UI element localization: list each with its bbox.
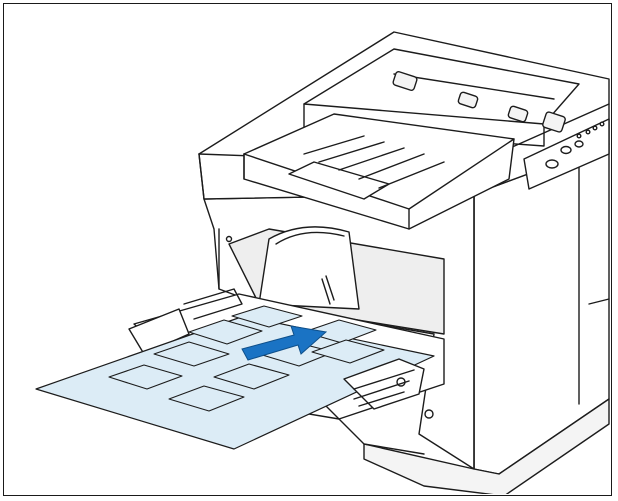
label-item [153,341,230,367]
label-item [311,339,385,364]
arrow-right-icon [241,325,328,361]
roller-icon [392,71,566,133]
left-paper-guide [128,308,190,355]
illustration-frame [3,3,612,496]
label-sheet [35,305,435,450]
printer-base [363,398,610,494]
label-item [108,364,183,390]
label-item [213,363,290,390]
printer-illustration [35,31,610,494]
label-item [231,305,303,328]
indicator-led-icon [545,121,605,169]
tray-cover-flap [258,226,360,310]
label-item [303,319,377,344]
printer-rear-housing [303,48,580,125]
label-item [168,385,245,412]
right-paper-guide [343,358,425,410]
label-item [188,319,263,345]
